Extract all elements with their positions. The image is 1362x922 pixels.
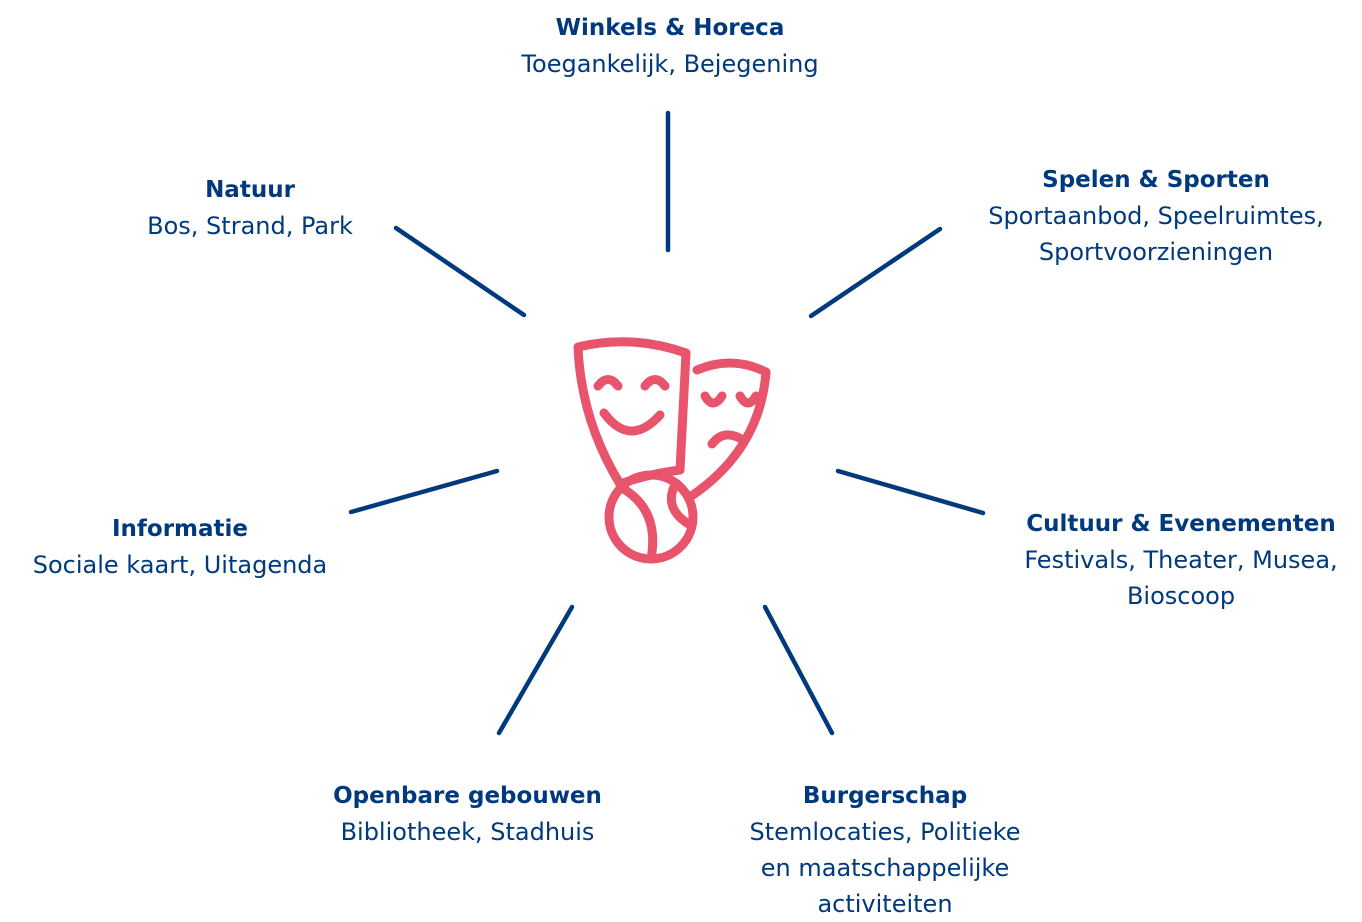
node-description: Bibliotheek, Stadhuis — [340, 818, 595, 846]
node-title: Openbare gebouwen — [333, 783, 602, 809]
node-title: Natuur — [205, 177, 295, 203]
node-description: Stemlocaties, Politieke — [749, 818, 1021, 846]
spoke-natuur — [393, 225, 527, 318]
theater-masks-icon — [573, 337, 771, 564]
node-title: Spelen & Sporten — [1042, 167, 1270, 193]
node-spelen-sporten: Spelen & Sporten Sportaanbod, Speelruimt… — [950, 162, 1362, 270]
spoke-informatie — [348, 468, 500, 515]
node-burgerschap: Burgerschap Stemlocaties, Politieke en m… — [705, 778, 1065, 922]
node-description: Sportaanbod, Speelruimtes, — [988, 202, 1324, 230]
node-informatie: Informatie Sociale kaart, Uitagenda — [0, 511, 360, 583]
spoke-cultuur — [835, 468, 986, 516]
node-cultuur-evenementen: Cultuur & Evenementen Festivals, Theater… — [1000, 506, 1362, 614]
node-description: activiteiten — [817, 890, 953, 918]
node-natuur: Natuur Bos, Strand, Park — [110, 172, 390, 244]
node-description: Festivals, Theater, Musea, — [1024, 546, 1338, 574]
node-title: Winkels & Horeca — [555, 15, 785, 41]
node-description: Bos, Strand, Park — [147, 212, 353, 240]
spoke-openbaar — [496, 604, 575, 736]
spoke-burgerschap — [762, 604, 835, 736]
node-title: Burgerschap — [802, 783, 968, 809]
node-title: Informatie — [111, 516, 249, 542]
node-winkels-horeca: Winkels & Horeca Toegankelijk, Bejegenin… — [460, 10, 880, 82]
spoke-spelen — [808, 226, 943, 319]
node-description: en maatschappelijke — [760, 854, 1010, 882]
node-description: Sociale kaart, Uitagenda — [32, 551, 328, 579]
node-title: Cultuur & Evenementen — [1026, 511, 1336, 537]
node-description: Sportvoorzieningen — [1038, 238, 1274, 266]
node-description: Toegankelijk, Bejegening — [521, 50, 819, 78]
node-description: Bioscoop — [1126, 582, 1236, 610]
node-openbare-gebouwen: Openbare gebouwen Bibliotheek, Stadhuis — [295, 778, 640, 850]
